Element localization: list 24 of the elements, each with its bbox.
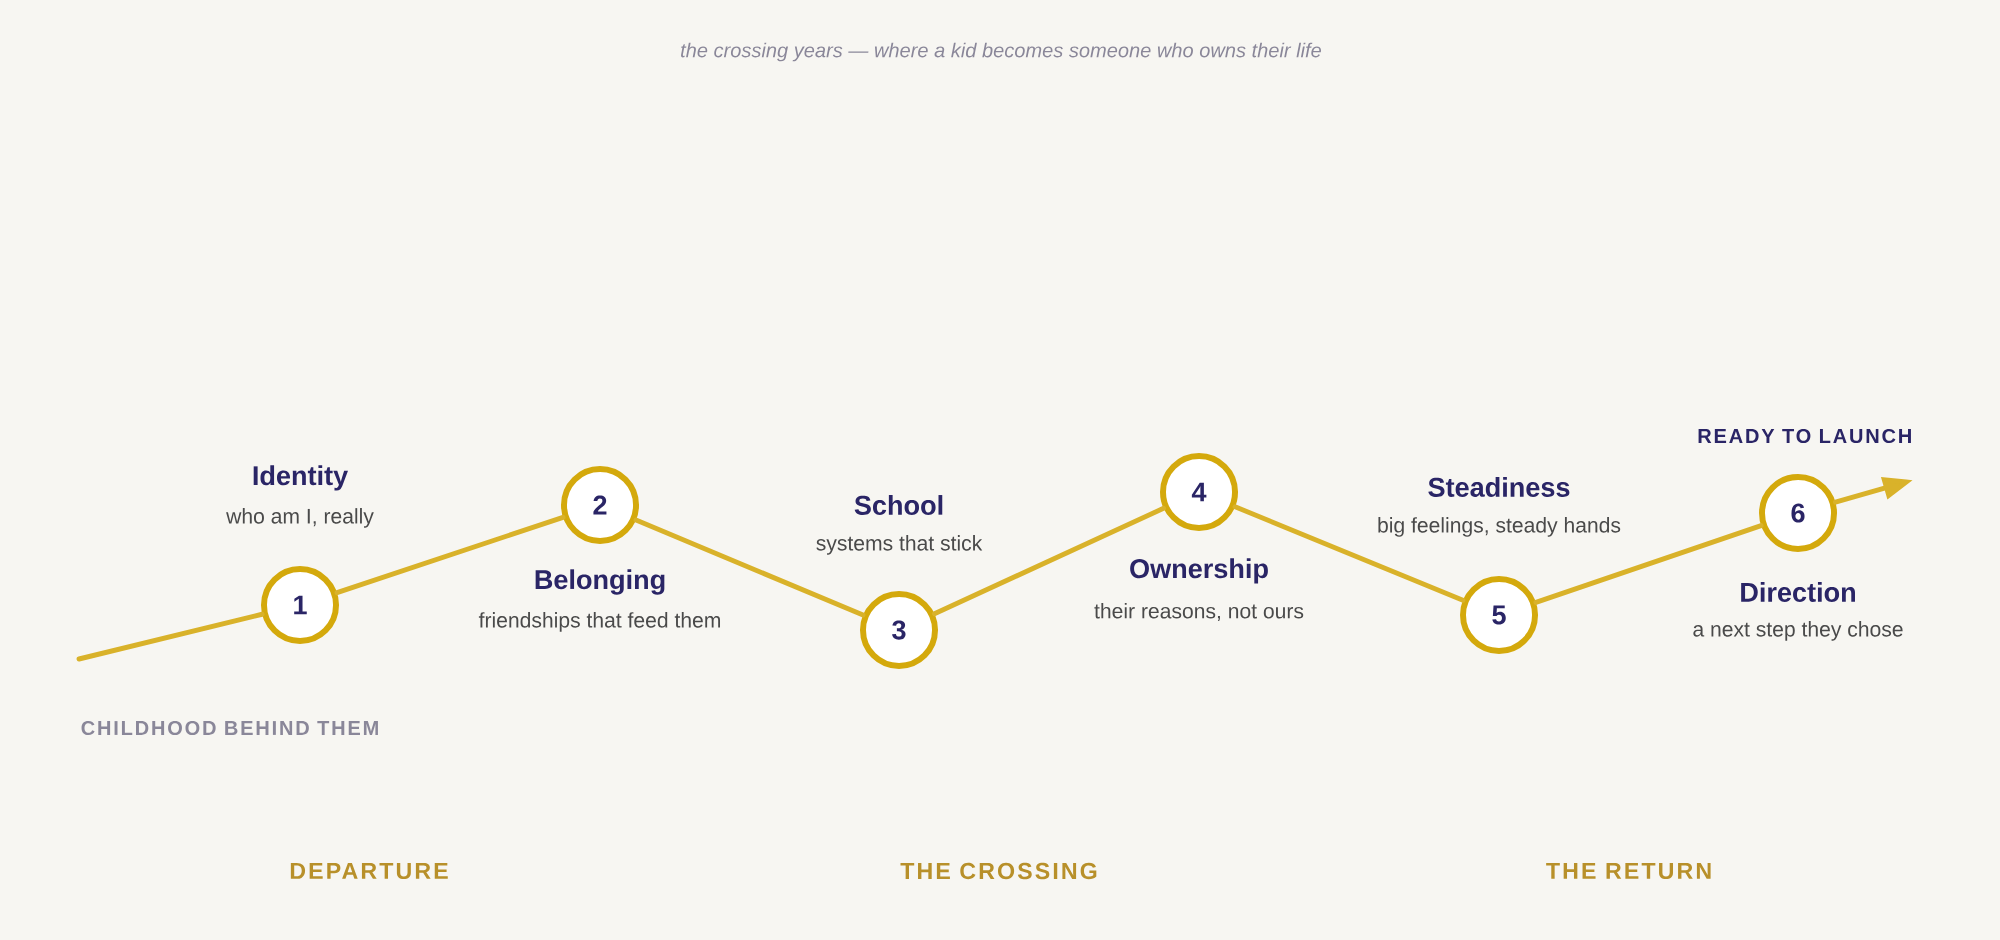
- step-description: their reasons, not ours: [1094, 602, 1304, 621]
- subtitle: the crossing years — where a kid becomes someone who owns their life: [681, 42, 1321, 62]
- path-line: [1533, 523, 1764, 605]
- start-label: CHILDHOOD BEHIND THEM: [81, 720, 378, 736]
- phase-label: THE RETURN: [1546, 862, 1711, 880]
- step-description: systems that stick: [816, 535, 983, 555]
- step-title: Steadiness: [1428, 477, 1570, 497]
- step-description: big feelings, steady hands: [1378, 517, 1621, 537]
- step-description: who am I, really: [226, 508, 374, 528]
- path-line: [334, 514, 566, 596]
- step-title: Ownership: [1130, 558, 1268, 584]
- path-line: [633, 517, 866, 618]
- phase-label: THE CROSSING: [900, 862, 1097, 880]
- path-line: [1232, 504, 1466, 603]
- phase-label: DEPARTURE: [290, 862, 448, 880]
- path-line: [76, 611, 265, 662]
- step-title: Identity: [253, 465, 348, 491]
- step-title: School: [854, 495, 943, 515]
- step-description: friendships that feed them: [478, 612, 720, 632]
- path-line: [932, 505, 1167, 617]
- step-title: Belonging: [535, 569, 665, 595]
- step-description: a next step they chose: [1693, 621, 1903, 641]
- end-label: READY TO LAUNCH: [1698, 428, 1911, 444]
- step-title: Direction: [1741, 582, 1855, 602]
